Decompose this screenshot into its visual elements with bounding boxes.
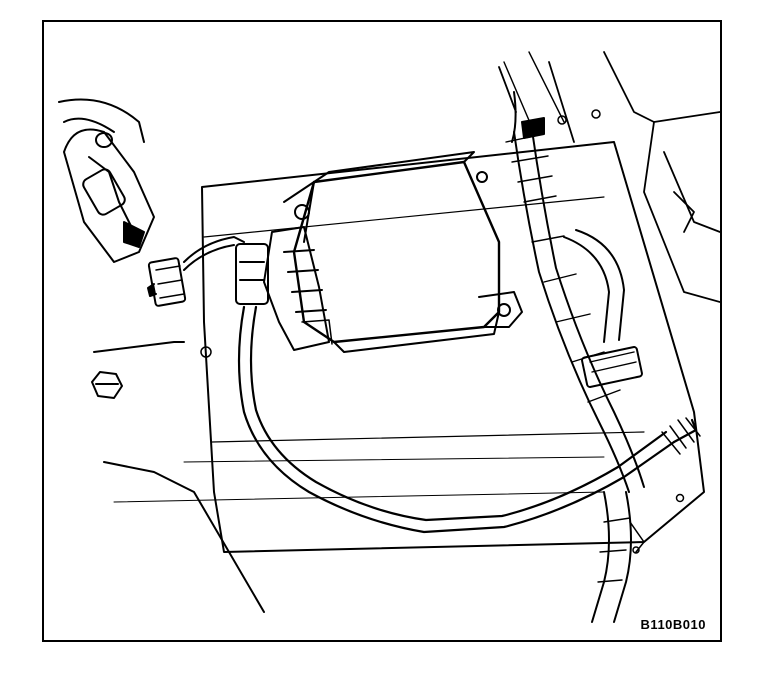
right-trim-panel [498,51,720,303]
right-harness [503,51,645,623]
floor-panel [93,141,705,613]
left-bracket [58,98,155,263]
airbag-module-illustration [58,51,720,623]
airbag-control-module [235,151,523,353]
main-harness-loop [237,305,701,534]
pigtail-connector [147,236,245,307]
figure-code-label: B110B010 [640,617,706,632]
figure-frame: B110B010 [42,20,722,642]
bolt-left [91,371,123,399]
mounting-holes [200,109,685,554]
